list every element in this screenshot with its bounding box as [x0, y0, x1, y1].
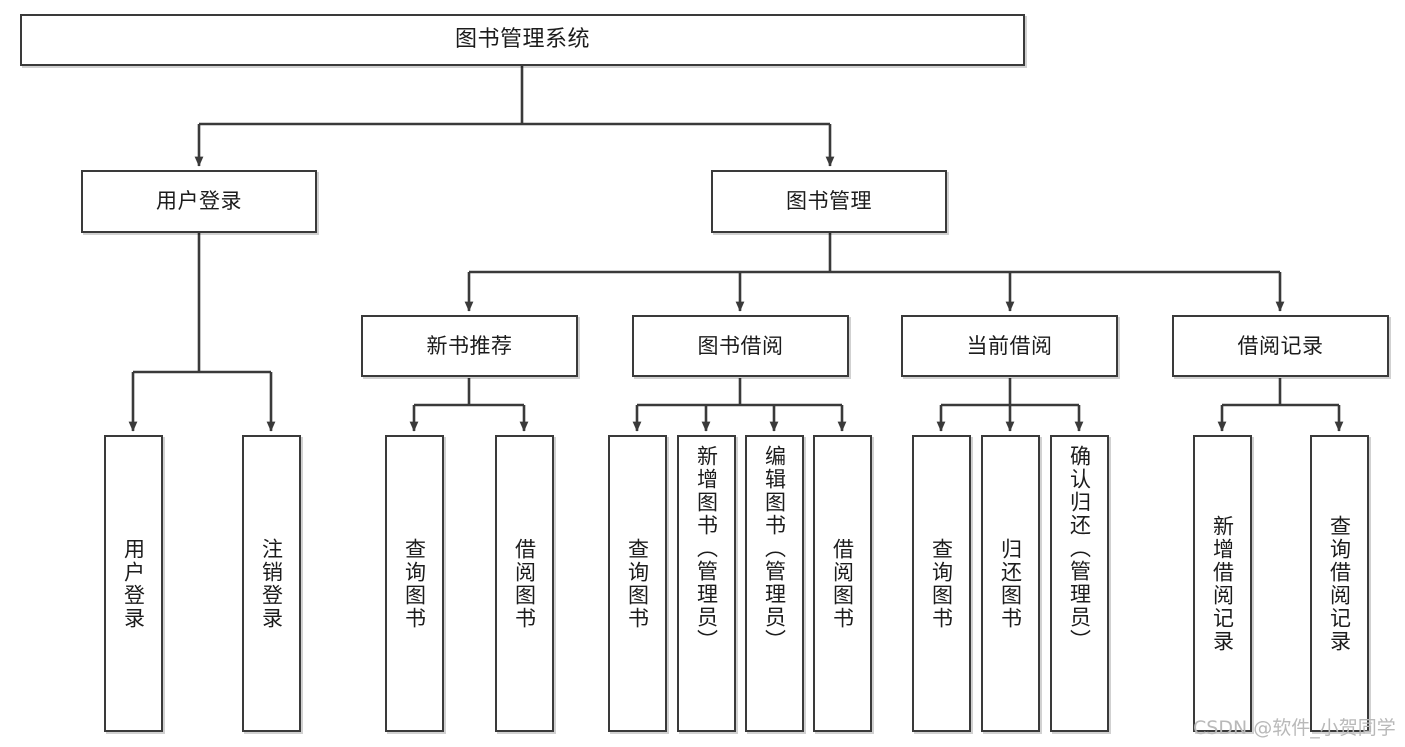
- node-label-leaf-add-record: 新增借阅记录: [1210, 514, 1235, 653]
- node-label-book-manage: 图书管理: [786, 189, 872, 214]
- node-leaf-query-book-3[interactable]: 查询图书: [912, 435, 971, 732]
- node-label-user-login: 用户登录: [156, 189, 242, 214]
- connector-group-book-borrow-leaves: [632, 378, 847, 432]
- node-label-current-borrow: 当前借阅: [966, 333, 1053, 358]
- node-leaf-query-book-1[interactable]: 查询图书: [385, 435, 444, 732]
- node-leaf-confirm-return[interactable]: 确认归还（管理员）: [1050, 435, 1109, 732]
- node-label-leaf-edit-book: 编辑图书（管理员）: [762, 445, 787, 652]
- node-label-leaf-query-book-1: 查询图书: [402, 537, 427, 630]
- connector-group-current-borrow-leaves: [936, 378, 1084, 432]
- connector-group-new-book-rec-leaves: [409, 378, 529, 432]
- node-leaf-user-login[interactable]: 用户登录: [104, 435, 163, 732]
- node-leaf-query-book-2[interactable]: 查询图书: [608, 435, 667, 732]
- node-label-leaf-user-login: 用户登录: [121, 537, 146, 630]
- node-root-system[interactable]: 图书管理系统: [20, 14, 1025, 66]
- node-label-leaf-add-book: 新增图书（管理员）: [694, 445, 719, 652]
- node-label-leaf-borrow-book-1: 借阅图书: [512, 537, 537, 630]
- node-label-leaf-query-book-2: 查询图书: [625, 537, 650, 630]
- node-new-book-recommend[interactable]: 新书推荐: [361, 315, 578, 377]
- connector-group-borrow-record-leaves: [1217, 378, 1344, 432]
- node-user-login[interactable]: 用户登录: [81, 170, 317, 233]
- node-leaf-borrow-book-2[interactable]: 借阅图书: [813, 435, 872, 732]
- node-label-leaf-logout: 注销登录: [259, 537, 284, 630]
- node-label-leaf-query-record: 查询借阅记录: [1327, 514, 1352, 653]
- node-current-borrow[interactable]: 当前借阅: [901, 315, 1118, 377]
- node-leaf-borrow-book-1[interactable]: 借阅图书: [495, 435, 554, 732]
- node-label-leaf-confirm-return: 确认归还（管理员）: [1067, 445, 1092, 652]
- node-label-leaf-query-book-3: 查询图书: [929, 537, 954, 630]
- connector-group-book-manage: [464, 233, 1285, 312]
- node-borrow-record[interactable]: 借阅记录: [1172, 315, 1389, 377]
- node-leaf-add-record[interactable]: 新增借阅记录: [1193, 435, 1252, 732]
- node-label-new-book-recommend: 新书推荐: [426, 333, 513, 358]
- node-label-book-borrow: 图书借阅: [697, 333, 784, 358]
- node-book-borrow[interactable]: 图书借阅: [632, 315, 849, 377]
- node-book-manage[interactable]: 图书管理: [711, 170, 947, 233]
- node-leaf-edit-book[interactable]: 编辑图书（管理员）: [745, 435, 804, 732]
- connector-group-root: [194, 66, 835, 167]
- node-label-leaf-return-book: 归还图书: [998, 537, 1023, 630]
- node-label-root: 图书管理系统: [454, 27, 590, 53]
- connector-group-user-login-leaves: [128, 233, 276, 432]
- node-label-borrow-record: 借阅记录: [1237, 333, 1324, 358]
- node-leaf-return-book[interactable]: 归还图书: [981, 435, 1040, 732]
- node-leaf-add-book[interactable]: 新增图书（管理员）: [677, 435, 736, 732]
- node-leaf-logout[interactable]: 注销登录: [242, 435, 301, 732]
- node-label-leaf-borrow-book-2: 借阅图书: [830, 537, 855, 630]
- node-leaf-query-record[interactable]: 查询借阅记录: [1310, 435, 1369, 732]
